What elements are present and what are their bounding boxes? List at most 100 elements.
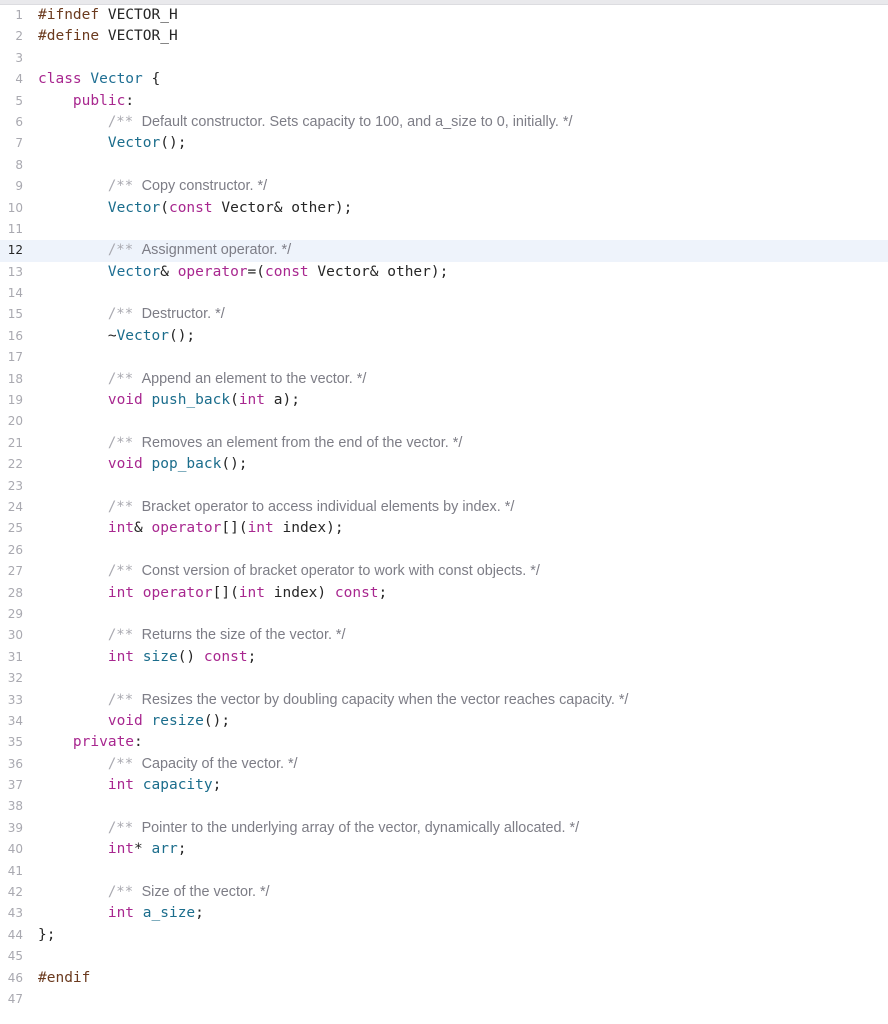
line-number: 23	[7, 478, 23, 493]
code-line[interactable]: 33 /** Resizes the vector by doubling ca…	[0, 690, 888, 711]
code-token	[38, 884, 108, 900]
code-line[interactable]: 5 public:	[0, 91, 888, 112]
code-text: int* arr;	[38, 839, 187, 860]
code-text: class Vector {	[38, 69, 160, 90]
line-number: 2	[15, 29, 23, 44]
code-text: private:	[38, 732, 143, 753]
code-line[interactable]: 19 void push_back(int a);	[0, 390, 888, 411]
code-line[interactable]: 14	[0, 283, 888, 304]
code-line[interactable]: 15 /** Destructor. */	[0, 304, 888, 325]
code-line[interactable]: 21 /** Removes an element from the end o…	[0, 433, 888, 454]
code-line[interactable]: 8	[0, 155, 888, 176]
line-number: 33	[7, 692, 23, 707]
code-token: ;	[378, 584, 388, 601]
code-line[interactable]: 3	[0, 48, 888, 69]
code-token: Vector& other);	[212, 199, 353, 216]
code-line[interactable]: 44};	[0, 925, 888, 946]
code-line[interactable]: 9 /** Copy constructor. */	[0, 176, 888, 197]
code-line[interactable]: 38	[0, 796, 888, 817]
code-line[interactable]: 41	[0, 861, 888, 882]
code-line[interactable]: 23	[0, 476, 888, 497]
code-line[interactable]: 11	[0, 219, 888, 240]
code-token: [](	[212, 584, 239, 601]
code-token: /**	[107, 819, 142, 836]
code-token: /**	[107, 242, 142, 259]
code-text: int a_size;	[38, 903, 204, 924]
line-number: 46	[7, 970, 23, 985]
code-line[interactable]: 22 void pop_back();	[0, 454, 888, 475]
code-line[interactable]: 46#endif	[0, 968, 888, 989]
line-number: 38	[7, 799, 23, 814]
code-token: operator	[142, 584, 213, 601]
code-line[interactable]: 17	[0, 347, 888, 368]
code-text: /** Resizes the vector by doubling capac…	[38, 690, 629, 711]
code-line[interactable]: 6 /** Default constructor. Sets capacity…	[0, 112, 888, 133]
code-token: (	[160, 199, 169, 216]
code-token: const	[168, 199, 213, 216]
code-token	[38, 114, 108, 130]
code-line[interactable]: 43 int a_size;	[0, 903, 888, 924]
code-line[interactable]: 37 int capacity;	[0, 775, 888, 796]
code-line[interactable]: 40 int* arr;	[0, 839, 888, 860]
code-text: };	[38, 925, 55, 946]
code-line[interactable]: 16 ~Vector();	[0, 326, 888, 347]
code-line[interactable]: 4 class Vector {	[0, 69, 888, 90]
code-line[interactable]: 32	[0, 668, 888, 689]
code-line[interactable]: 13 Vector& operator=(const Vector& other…	[0, 262, 888, 283]
code-line[interactable]: 36 /** Capacity of the vector. */	[0, 754, 888, 775]
code-line[interactable]: 10 Vector(const Vector& other);	[0, 198, 888, 219]
line-number: 17	[7, 350, 23, 365]
line-number: 45	[7, 949, 23, 964]
code-line[interactable]: 30 /** Returns the size of the vector. *…	[0, 625, 888, 646]
code-line[interactable]: 24 /** Bracket operator to access indivi…	[0, 497, 888, 518]
code-text: /** Size of the vector. */	[38, 882, 270, 903]
code-line[interactable]: 47	[0, 989, 888, 1010]
code-token: int	[107, 584, 135, 601]
code-line[interactable]: 20	[0, 411, 888, 432]
line-number: 4	[15, 72, 23, 87]
code-text: #define VECTOR_H	[38, 26, 178, 47]
code-token	[38, 135, 108, 151]
code-token: private	[72, 734, 135, 751]
code-token: public	[72, 92, 126, 109]
code-text: /** Const version of bracket operator to…	[38, 561, 540, 582]
code-line[interactable]: 34 void resize();	[0, 711, 888, 732]
code-line[interactable]: 29	[0, 604, 888, 625]
line-number: 15	[7, 307, 23, 322]
code-token: index);	[273, 520, 344, 537]
code-token	[38, 499, 108, 515]
code-line[interactable]: 18 /** Append an element to the vector. …	[0, 369, 888, 390]
code-line[interactable]: 28 int operator[](int index) const;	[0, 583, 888, 604]
code-token	[38, 306, 108, 322]
code-text: /** Copy constructor. */	[38, 176, 267, 197]
code-line[interactable]: 35 private:	[0, 732, 888, 753]
code-line[interactable]: 27 /** Const version of bracket operator…	[0, 561, 888, 582]
code-token	[38, 649, 108, 665]
code-line[interactable]: 26	[0, 540, 888, 561]
code-token: :	[134, 734, 143, 751]
line-number: 16	[7, 328, 23, 343]
code-token: ()	[177, 648, 204, 665]
code-token	[38, 242, 108, 258]
code-text: /** Bracket operator to access individua…	[38, 497, 514, 518]
code-token: /**	[107, 113, 142, 130]
code-token: Vector	[107, 135, 161, 152]
code-line[interactable]: 2 #define VECTOR_H	[0, 26, 888, 47]
code-text: /** Capacity of the vector. */	[38, 754, 298, 775]
code-text: int operator[](int index) const;	[38, 583, 387, 604]
code-line[interactable]: 39 /** Pointer to the underlying array o…	[0, 818, 888, 839]
code-line[interactable]: 1#ifndef VECTOR_H	[0, 5, 888, 26]
line-number: 27	[7, 564, 23, 579]
code-token: Vector& other);	[308, 263, 449, 280]
code-line[interactable]: 12 /** Assignment operator. */	[0, 240, 888, 262]
code-line[interactable]: 42 /** Size of the vector. */	[0, 882, 888, 903]
code-token	[38, 713, 108, 729]
code-token	[38, 756, 108, 772]
code-line[interactable]: 45	[0, 946, 888, 967]
code-line[interactable]: 7 Vector();	[0, 133, 888, 154]
code-token	[143, 456, 152, 472]
code-line[interactable]: 31 int size() const;	[0, 647, 888, 668]
code-line[interactable]: 25 int& operator[](int index);	[0, 518, 888, 539]
code-token: pop_back	[151, 456, 222, 473]
